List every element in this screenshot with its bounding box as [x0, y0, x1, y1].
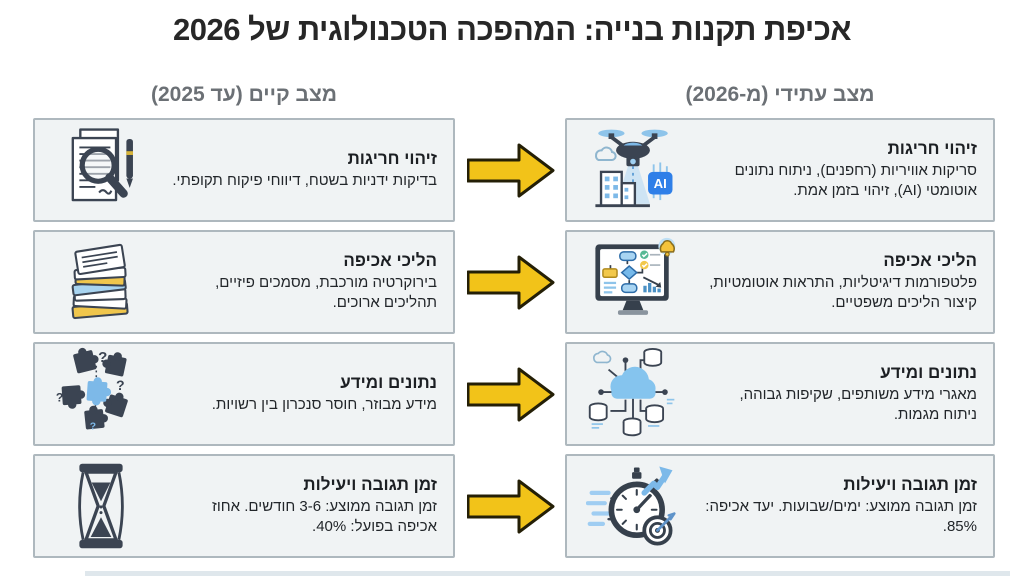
card-title: הליכי אכיפה	[883, 251, 977, 271]
right-arrow-icon	[467, 255, 555, 310]
card-title: נתונים ומידע	[880, 363, 977, 383]
card-description: בדיקות ידניות בשטח, דיווחי פיקוח תקופתי.	[172, 172, 437, 190]
question-mark-glyph: ?	[98, 349, 107, 366]
right-arrow-icon	[467, 479, 555, 534]
card-description: מאגרי מידע משותפים, שקיפות גבוהה, ניתוח …	[739, 386, 977, 423]
paper-stack-icon	[35, 235, 167, 329]
comparison-row: זמן תגובה ויעילות זמן תגובה ממוצע: 3-6 ח…	[0, 454, 1024, 562]
future-state-card: AI זיהוי חריגות סריקות אוויריות (רחפנים)…	[565, 118, 995, 222]
drone-ai-scan-icon: AI	[567, 123, 699, 217]
page-title: אכיפת תקנות בנייה: המהפכה הטכנולוגית של …	[172, 12, 852, 47]
current-state-card: ? ? ? ? נתונים ומידע מידע מבוזר, חוסר סנ…	[33, 342, 455, 446]
stopwatch-target-icon	[567, 459, 699, 553]
question-mark-glyph: ?	[116, 377, 125, 393]
right-arrow-icon	[467, 143, 555, 198]
column-header-current: מצב קיים (עד 2025)	[150, 83, 337, 106]
card-title: נתונים ומידע	[340, 373, 437, 393]
future-state-card: הליכי אכיפה פלטפורמות דיגיטליות, התראות …	[565, 230, 995, 334]
documents-magnifier-icon	[35, 123, 167, 217]
comparison-row: ? ? ? ? נתונים ומידע מידע מבוזר, חוסר סנ…	[0, 342, 1024, 450]
question-mark-glyph: ?	[56, 391, 63, 405]
ai-badge-label: AI	[654, 176, 667, 191]
question-mark-glyph: ?	[90, 422, 96, 433]
current-state-card: זמן תגובה ויעילות זמן תגובה ממוצע: 3-6 ח…	[33, 454, 455, 558]
card-title: זמן תגובה ויעילות	[303, 475, 437, 495]
card-description: זמן תגובה ממוצע: ימים/שבועות. יעד אכיפה:…	[705, 498, 977, 535]
card-description: בירוקרטיה מורכבת, מסמכים פיזיים, תהליכים…	[215, 274, 437, 311]
future-state-card: זמן תגובה ויעילות זמן תגובה ממוצע: ימים/…	[565, 454, 995, 558]
card-title: זיהוי חריגות	[347, 149, 437, 169]
hourglass-icon	[35, 459, 167, 553]
bottom-bar	[85, 571, 1010, 576]
card-description: זמן תגובה ממוצע: 3-6 חודשים. אחוז אכיפה …	[212, 498, 437, 535]
puzzle-pieces-icon: ? ? ? ?	[35, 347, 167, 441]
card-title: זיהוי חריגות	[887, 139, 977, 159]
cloud-database-network-icon	[567, 347, 699, 441]
comparison-row: הליכי אכיפה בירוקרטיה מורכבת, מסמכים פיז…	[0, 230, 1024, 338]
card-title: הליכי אכיפה	[343, 251, 437, 271]
current-state-card: הליכי אכיפה בירוקרטיה מורכבת, מסמכים פיז…	[33, 230, 455, 334]
card-description: מידע מבוזר, חוסר סנכרון בין רשויות.	[211, 396, 437, 414]
card-description: פלטפורמות דיגיטליות, התראות אוטומטיות, ק…	[709, 274, 977, 311]
current-state-card: זיהוי חריגות בדיקות ידניות בשטח, דיווחי …	[33, 118, 455, 222]
right-arrow-icon	[467, 367, 555, 422]
card-title: זמן תגובה ויעילות	[843, 475, 977, 495]
future-state-card: נתונים ומידע מאגרי מידע משותפים, שקיפות …	[565, 342, 995, 446]
card-description: סריקות אוויריות (רחפנים), ניתוח נתונים א…	[734, 162, 977, 199]
column-header-future: מצב עתידי (מ-2026)	[685, 83, 875, 106]
monitor-flowchart-alert-icon	[567, 235, 699, 329]
comparison-row: זיהוי חריגות בדיקות ידניות בשטח, דיווחי …	[0, 118, 1024, 226]
